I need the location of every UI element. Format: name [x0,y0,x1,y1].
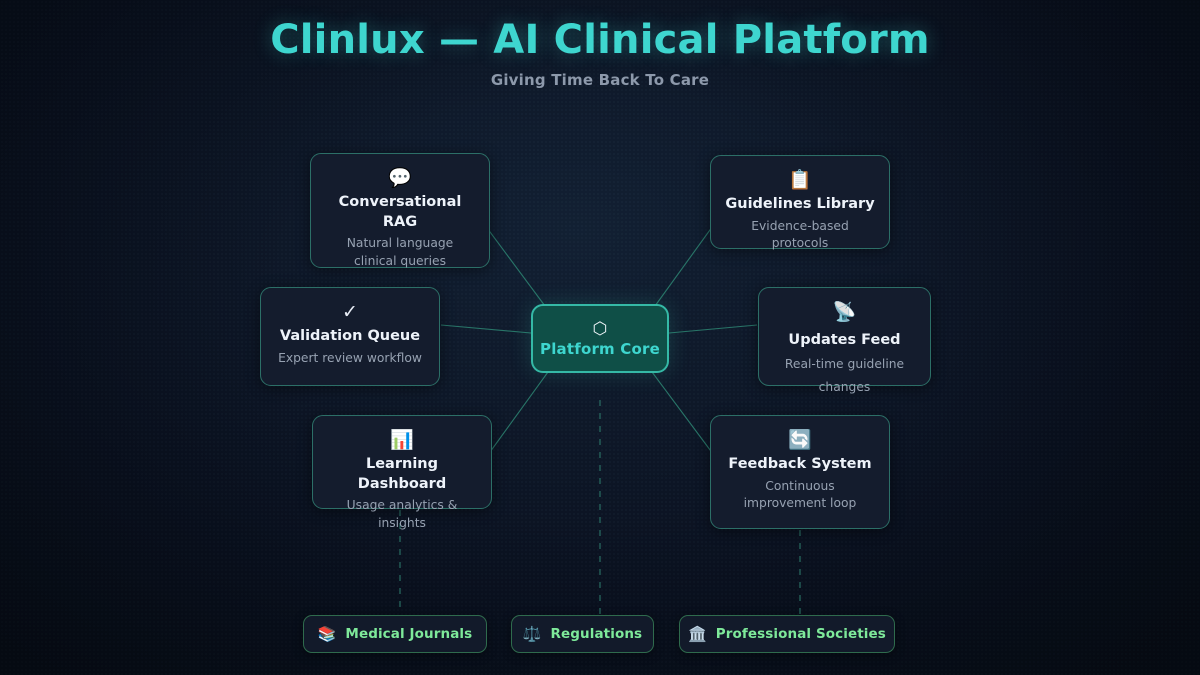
node-card-guidelines-library[interactable]: 📋 Guidelines Library Evidence-based prot… [710,155,890,252]
node-title: Updates Feed [788,332,901,348]
node-title: Guidelines Library [725,196,875,212]
node-card-body: Validation Queue Expert review workflow [275,327,425,367]
node-card-body: Learning Dashboard Usage analytics & ins… [327,455,477,532]
balance-scale-icon: ⚖️ [522,624,542,643]
classical-building-icon: 🏛️ [688,624,707,643]
platform-core-node[interactable]: ⬡ Platform Core [531,304,669,373]
page-header: Clinlux — AI Clinical Platform Giving Ti… [0,18,1200,89]
clipboard-icon: 📋 [788,169,812,191]
node-card-body: Guidelines Library Evidence-based protoc… [725,195,875,252]
node-description: Natural language clinical queries [346,236,454,268]
loop-arrows-icon: 🔄 [788,429,812,451]
node-description: Continuous improvement loop [743,478,857,511]
node-card-body: Conversational RAG Natural language clin… [325,193,475,270]
source-pill-label: Regulations [550,626,643,642]
node-card-learning-dashboard[interactable]: 📊 Learning Dashboard Usage analytics & i… [312,415,492,530]
source-pill-label: Professional Societies [715,626,886,642]
source-pill-medical-journals[interactable]: 📚 Medical Journals [303,615,487,653]
source-pill-professional-societies[interactable]: 🏛️ Professional Societies [679,615,895,653]
node-description: Expert review workflow [278,350,422,365]
source-pill-regulations[interactable]: ⚖️ Regulations [511,615,654,653]
books-icon: 📚 [317,624,337,643]
node-description: Evidence-based protocols [751,218,849,251]
speech-balloon-icon: 💬 [388,167,412,189]
source-pill-label: Medical Journals [345,626,473,642]
node-card-validation-queue[interactable]: ✓ Validation Queue Expert review workflo… [260,287,440,386]
node-description: Real-time guideline changes [784,356,905,394]
hexagon-icon: ⬡ [592,318,608,339]
node-title: Conversational RAG [338,194,462,230]
page-title: Clinlux — AI Clinical Platform [270,17,930,63]
node-card-body: Feedback System Continuous improvement l… [725,455,875,512]
node-card-updates-feed[interactable]: 📡 Updates Feed Real-time guideline chang… [758,287,931,394]
page-subtitle: Giving Time Back To Care [490,70,710,89]
bar-chart-icon: 📊 [390,429,414,451]
platform-core-label: Platform Core [540,339,660,358]
node-title: Feedback System [728,456,872,472]
satellite-antenna-icon: 📡 [832,301,857,323]
node-title: Validation Queue [279,328,421,344]
node-card-conversational-rag[interactable]: 💬 Conversational RAG Natural language cl… [310,153,490,268]
node-description: Usage analytics & insights [346,498,458,530]
node-card-body: Updates Feed Real-time guideline changes [773,327,916,397]
checkmark-icon: ✓ [342,301,358,323]
node-card-feedback-system[interactable]: 🔄 Feedback System Continuous improvement… [710,415,890,529]
node-title: Learning Dashboard [357,456,447,492]
